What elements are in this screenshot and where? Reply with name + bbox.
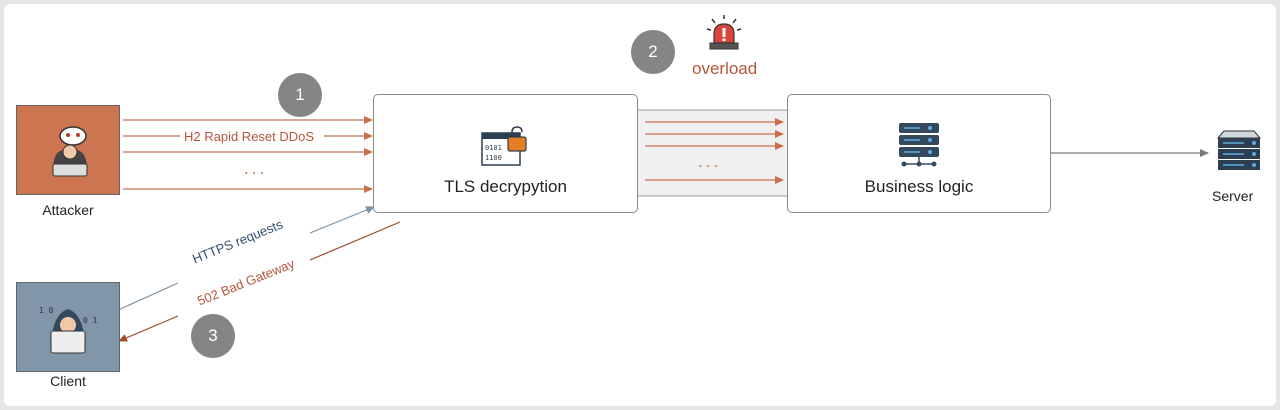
https-arrow-a (117, 282, 179, 311)
overload-label: overload (692, 59, 758, 78)
step-badge-1: 1 (278, 73, 322, 117)
hacker-icon (52, 126, 88, 177)
gateway-arrow-a (309, 221, 401, 261)
business-logic-label: Business logic (864, 177, 974, 196)
client-node: 1 0 0 1 (16, 282, 120, 372)
tls-node: 0101 1100 TLS decrypytion (373, 94, 638, 213)
svg-text:0101: 0101 (485, 144, 502, 152)
server-label: Server (1212, 188, 1254, 204)
client-label: Client (50, 373, 86, 389)
server-icon (1216, 130, 1262, 170)
forward-pipe (636, 109, 790, 197)
step-badge-2: 2 (631, 30, 675, 74)
svg-text:1 0: 1 0 (39, 306, 54, 315)
ddos-ellipsis: ... (244, 159, 268, 178)
diagram-canvas: Attacker 1 0 0 1 Client 1 2 3 H2 Rapid R… (4, 4, 1276, 406)
server-rack-icon (899, 123, 939, 167)
svg-text:0 1: 0 1 (83, 316, 98, 325)
ddos-label: H2 Rapid Reset DDoS (184, 129, 315, 144)
tls-label: TLS decrypytion (444, 177, 567, 196)
svg-text:1100: 1100 (485, 154, 502, 162)
attacker-node (16, 105, 120, 195)
step-badge-3: 3 (191, 314, 235, 358)
gateway-arrow-b (118, 315, 179, 342)
https-arrow-b (309, 206, 375, 234)
connectors (117, 109, 1209, 342)
user-icon: 1 0 0 1 (39, 306, 98, 354)
business-logic-node: Business logic (787, 94, 1051, 213)
forward-ellipsis: ... (698, 152, 722, 171)
attacker-label: Attacker (42, 202, 94, 218)
siren-icon (706, 15, 742, 50)
decryption-icon: 0101 1100 (481, 126, 527, 166)
